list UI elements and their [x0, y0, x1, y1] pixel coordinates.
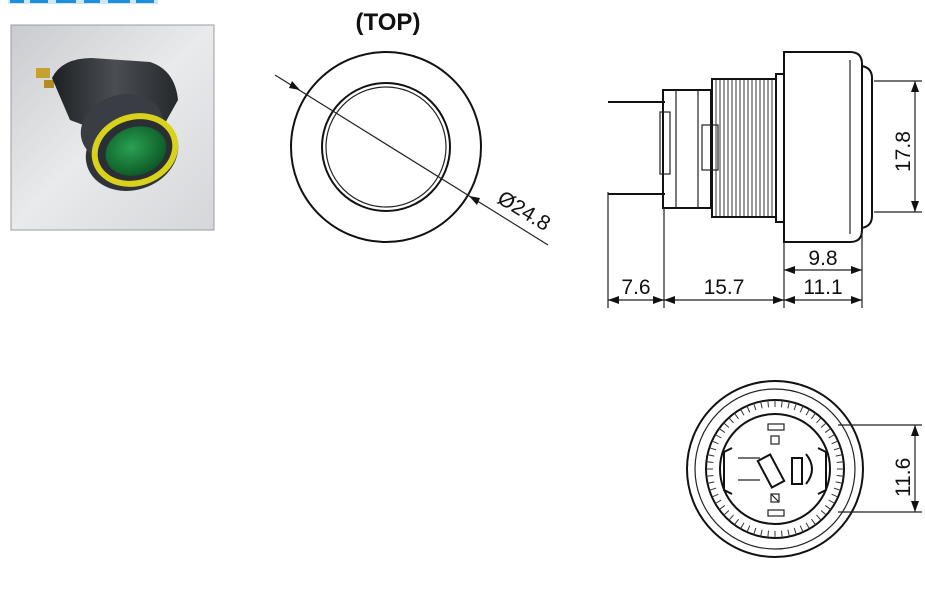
side-view: 17.8 9.8 7.6 15.7 11.1	[607, 51, 922, 308]
terminal-pin	[36, 68, 50, 78]
outer-bezel-circle	[290, 51, 482, 243]
bottom-contact-circle	[719, 413, 831, 525]
bottom-view: 11.6	[686, 380, 922, 558]
diameter-arrow-start	[289, 81, 300, 90]
lens-circle	[321, 82, 451, 212]
contact-terminal-lower	[770, 493, 780, 503]
segment-label-1: 7.6	[621, 276, 650, 299]
lens-cap	[861, 65, 873, 229]
front-bezel	[783, 51, 863, 243]
mounting-flange	[775, 73, 785, 223]
contact-terminal-upper	[770, 435, 780, 445]
header-crumb-fragment	[8, 0, 158, 4]
green-lens	[105, 126, 167, 176]
bottom-outer-circle	[686, 380, 864, 558]
bottom-width-label: 11.6	[892, 458, 915, 497]
height-label: 17.8	[892, 131, 915, 172]
diameter-line	[274, 74, 549, 246]
depth-inner-label: 9.8	[808, 247, 837, 270]
diameter-arrow-end	[469, 196, 480, 205]
product-photo	[10, 24, 215, 231]
segment-label-2: 15.7	[704, 276, 745, 299]
diode-element	[756, 453, 786, 489]
top-view-label: (TOP)	[356, 9, 421, 36]
lens-inner-circle	[325, 86, 447, 208]
segment-label-3: 11.1	[803, 276, 842, 299]
knurled-nut	[715, 79, 773, 217]
diameter-label: Ø24.8	[493, 187, 554, 236]
bottom-nut-circle	[705, 399, 845, 539]
top-view: (TOP) Ø24.8	[274, 9, 554, 246]
bottom-knurl	[706, 400, 844, 538]
